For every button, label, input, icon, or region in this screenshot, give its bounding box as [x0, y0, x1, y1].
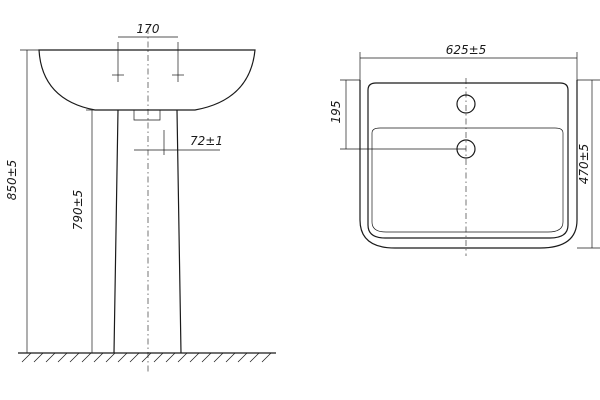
basin-outer-outline: [359, 80, 578, 249]
pedestal: [113, 109, 182, 354]
drain-outlet: [133, 110, 161, 121]
tap-distance-label: 195: [329, 101, 343, 124]
basin-width-label: 625±5: [446, 43, 487, 57]
tap-spacing-label: 170: [137, 22, 160, 36]
basin-rim-outline: [367, 82, 569, 239]
basin-bowl-outline: [371, 127, 564, 233]
top-view: 625±5 195 470±5: [329, 43, 600, 256]
tap-hole-marks: [112, 42, 184, 82]
total-height-label: 850±5: [5, 160, 19, 201]
floor-hatching: [21, 352, 272, 363]
basin-depth-label: 470±5: [577, 144, 591, 185]
basin-bowl: [38, 49, 256, 111]
rim-height-label: 790±5: [71, 190, 85, 231]
side-view: 170 72±1 850±5 790±5: [5, 22, 276, 372]
drain-offset-label: 72±1: [190, 134, 223, 148]
